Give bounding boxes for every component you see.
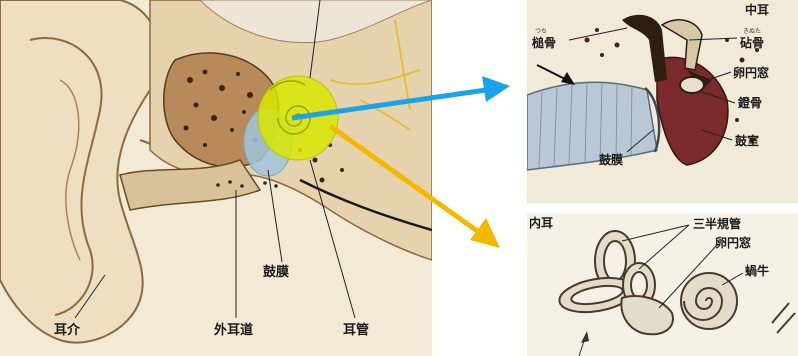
label-incus: 砧骨 (740, 37, 764, 49)
label-oval-window: 卵円窓 (733, 67, 769, 79)
label-eardrum-middle: 鼓膜 (599, 154, 623, 166)
inner-ear-illustration (527, 213, 798, 356)
label-semicircular-canals: 三半規管 (693, 218, 741, 230)
incus-reading: きぬた (743, 29, 761, 35)
inner-ear-title: 内耳 (529, 217, 553, 229)
label-ear-canal: 外耳道 (214, 324, 253, 337)
inner-ear-highlight (258, 76, 338, 160)
inner-ear-panel: 内耳 三半規管 卵円窓 蝸牛 (527, 213, 798, 356)
outer-ear-illustration: 耳介 外耳道 鼓膜 耳管 (0, 0, 432, 356)
malleus-reading: つち (535, 29, 547, 35)
ear-cross-section (0, 0, 432, 356)
middle-ear-panel: 中耳 つち 槌骨 きぬた 砧骨 卵円窓 鐙骨 鼓室 鼓膜 (527, 0, 798, 203)
label-stapes: 鐙骨 (738, 97, 762, 109)
label-tympanic-cavity: 鼓室 (735, 135, 759, 147)
label-eardrum: 鼓膜 (263, 266, 289, 279)
label-malleus: 槌骨 (532, 37, 556, 49)
middle-ear-title: 中耳 (745, 4, 769, 16)
label-cochlea: 蝸牛 (745, 265, 769, 277)
label-oval-window-inner: 卵円窓 (715, 237, 751, 249)
label-eustachian-tube: 耳管 (343, 324, 369, 337)
label-pinna: 耳介 (54, 324, 80, 337)
